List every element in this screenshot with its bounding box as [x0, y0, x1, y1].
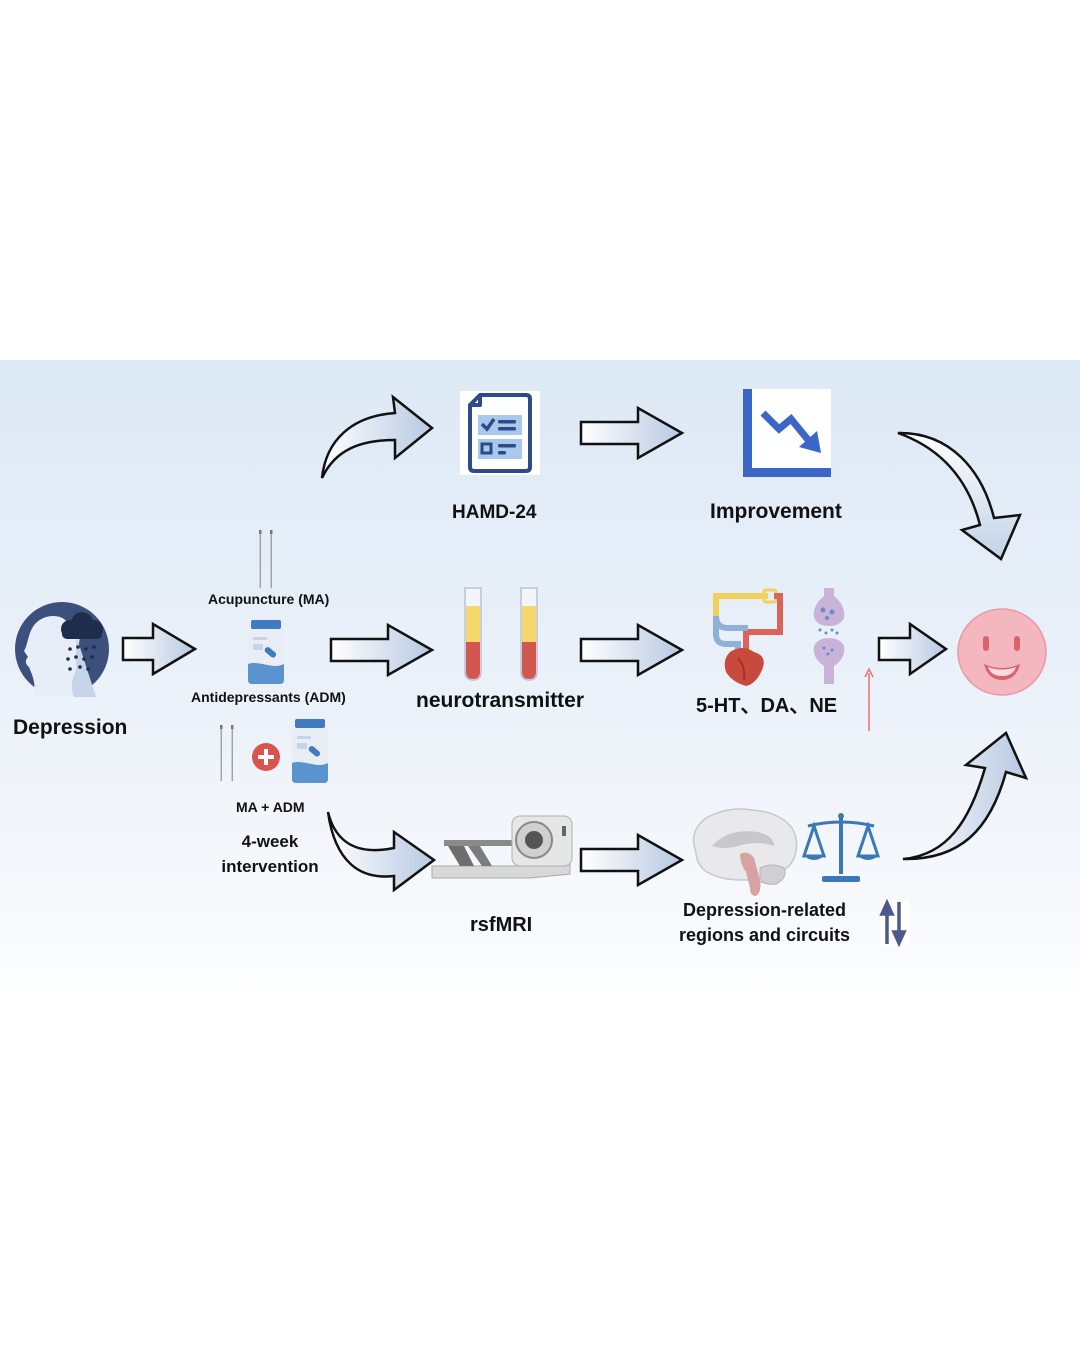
balance-scale-icon: [801, 813, 881, 882]
acupuncture-label: Acupuncture (MA): [208, 591, 330, 607]
arrow-neurotransmitter-to-monoamines: [579, 622, 685, 678]
diagram-panel: [0, 360, 1080, 1000]
curved-arrow-to-hamd: [320, 394, 434, 479]
curved-arrow-improvement-to-smiley: [897, 431, 1023, 561]
synapse-icon: [813, 588, 845, 684]
depressed-head-rain-cloud-icon: [15, 602, 109, 697]
arrow-interventions-to-neurotransmitter: [329, 622, 435, 678]
heart-circulation-icon: [713, 588, 783, 686]
brain-regions-line1: Depression-related: [683, 900, 847, 920]
increase-arrow-icon: [864, 667, 874, 731]
combined-label: MA + ADM: [236, 799, 305, 815]
monoamines-label: 5-HT、DA、NE: [696, 695, 838, 717]
brain-icon: [692, 808, 798, 896]
neurotransmitter-label: neurotransmitter: [416, 689, 585, 712]
curved-arrow-brain-to-smiley: [902, 731, 1029, 861]
checklist-document-icon: [460, 391, 540, 475]
duration-line1: 4-week: [241, 832, 299, 851]
combined-pill-bottle-icon: [292, 719, 328, 783]
duration-line2: intervention: [221, 857, 319, 876]
combined-needles-icon: [220, 725, 234, 781]
acupuncture-needles-icon: [259, 530, 273, 588]
arrow-depression-to-interventions: [121, 621, 198, 677]
rsfmri-label: rsfMRI: [470, 914, 533, 936]
arrow-rsfmri-to-brain-regions: [579, 832, 685, 888]
curved-arrow-to-rsfmri: [326, 811, 437, 893]
improvement-label: Improvement: [710, 500, 842, 523]
brain-regions-line2: regions and circuits: [679, 925, 851, 945]
arrow-hamd-to-improvement: [579, 405, 685, 461]
antidepressants-label: Antidepressants (ADM): [191, 689, 346, 705]
arrow-monoamines-to-smiley: [877, 621, 949, 677]
plus-icon: [252, 743, 280, 771]
declining-chart-icon: [743, 389, 831, 477]
mri-scanner-icon: [431, 815, 573, 879]
pill-bottle-icon: [248, 620, 284, 684]
blood-test-tubes-icon: [464, 587, 538, 681]
depression-label: Depression: [13, 716, 128, 739]
smiley-face-icon: [957, 608, 1047, 696]
up-down-arrows-icon: [879, 898, 910, 948]
hamd-label: HAMD-24: [452, 502, 537, 523]
